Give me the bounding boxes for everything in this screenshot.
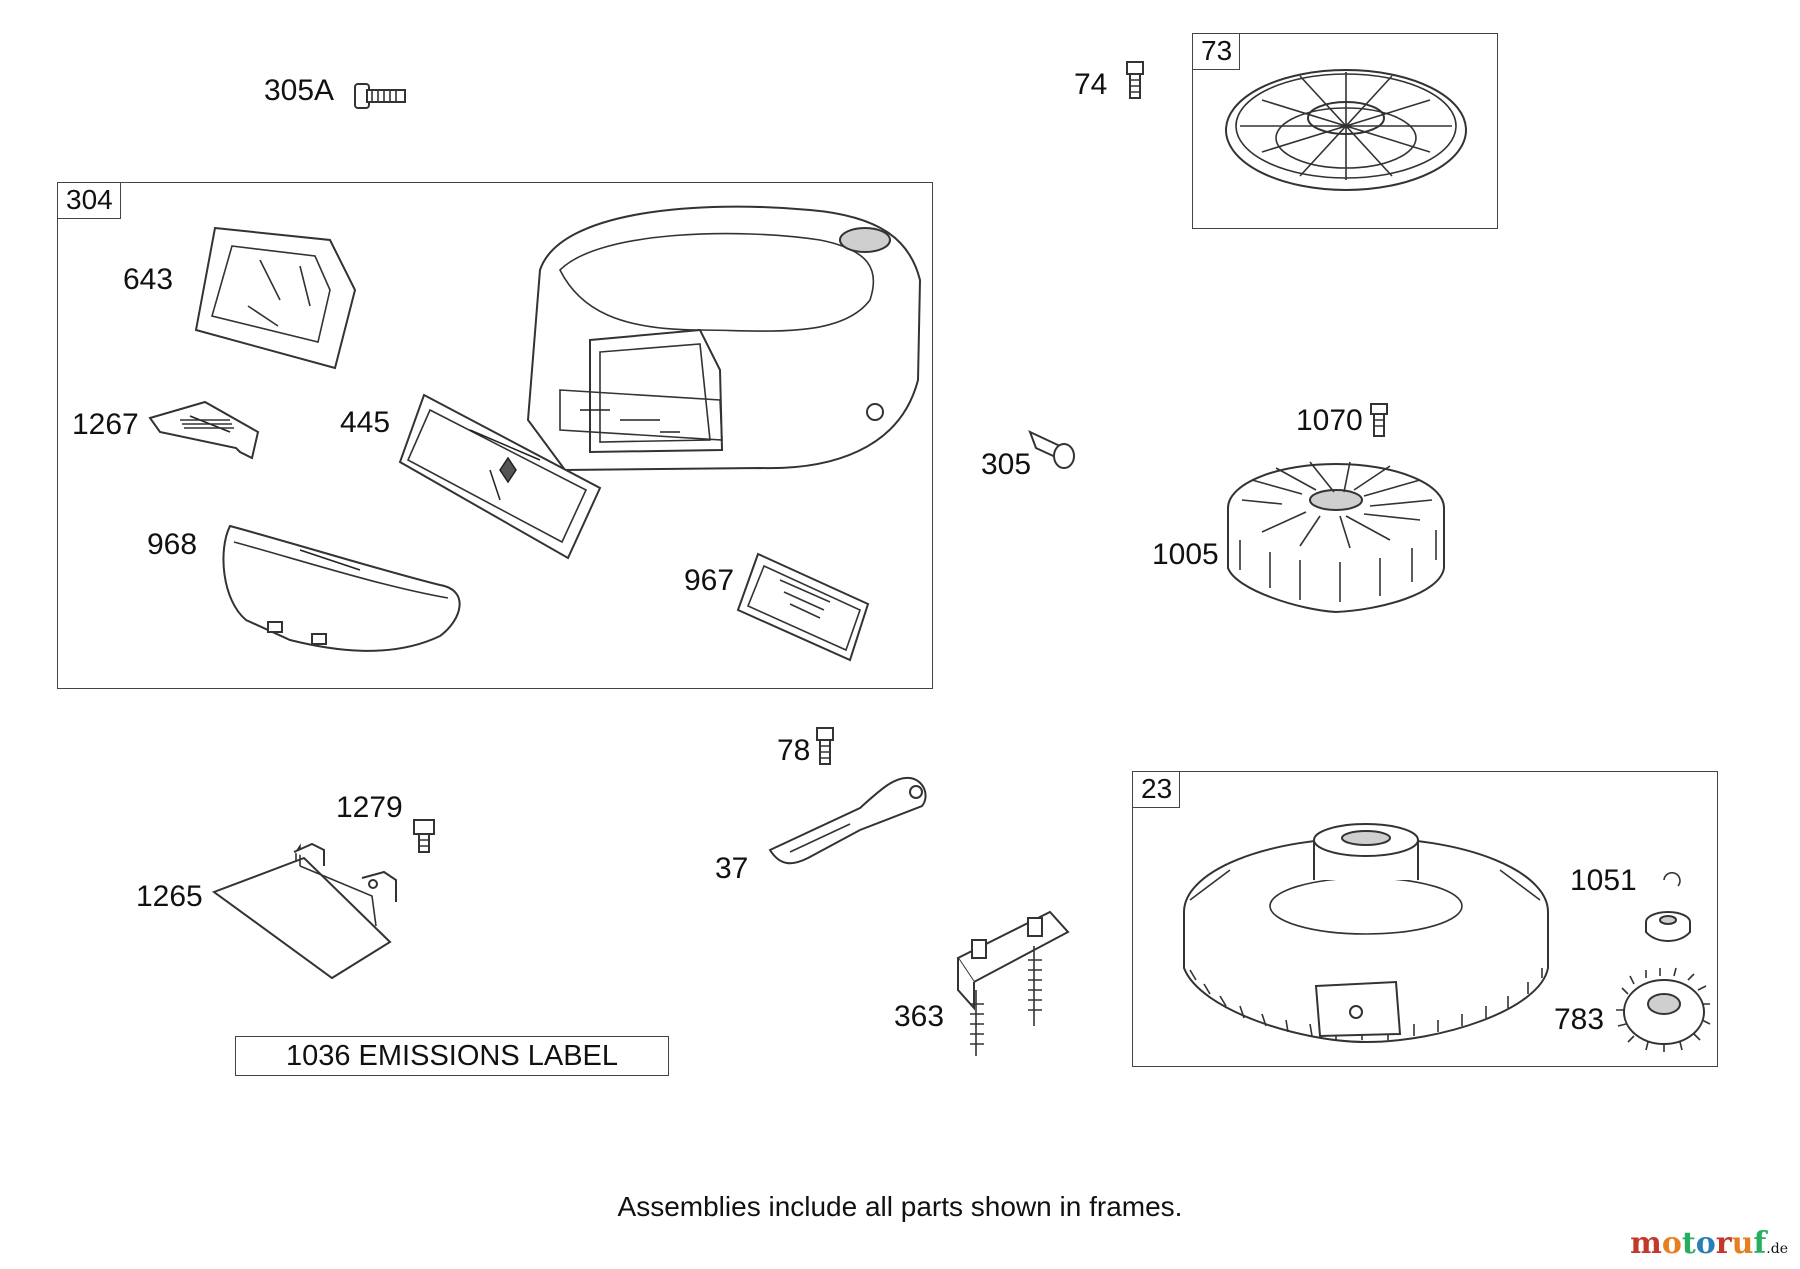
cover-968-icon [222, 524, 461, 652]
screw-305-icon [1028, 430, 1075, 469]
gear-783-icon [1616, 967, 1711, 1052]
callout-78: 78 [777, 734, 811, 767]
rotating-screen-73-icon [1225, 69, 1467, 191]
callout-1279: 1279 [336, 791, 403, 824]
screw-78-icon [816, 727, 834, 765]
callout-783: 783 [1554, 1003, 1605, 1036]
callout-37: 37 [715, 852, 749, 885]
watermark-logo: motoruf.de [1630, 1226, 1788, 1261]
shield-37-icon [768, 776, 927, 865]
washer-1051-icon [1645, 871, 1691, 942]
label-445-icon [398, 393, 602, 560]
frame-tag-73: 73 [1193, 34, 1241, 70]
decal-967-icon [736, 552, 870, 662]
ignition-coil-mount-363-icon [956, 910, 1070, 1056]
callout-1051: 1051 [1570, 864, 1637, 897]
callout-1005: 1005 [1152, 538, 1219, 571]
callout-1070: 1070 [1296, 404, 1363, 437]
assembly-frame-304: 304 [57, 182, 933, 689]
watermark-brand: motoruf [1630, 1226, 1767, 1261]
frame-tag-304: 304 [58, 183, 121, 219]
screw-1070-icon [1370, 403, 1388, 437]
assembly-frame-73: 73 [1192, 33, 1498, 229]
flywheel-23-icon [1183, 823, 1549, 1044]
bracket-1265-icon [211, 842, 397, 980]
fan-1005-icon [1227, 461, 1445, 614]
callout-643: 643 [123, 263, 174, 296]
callout-74: 74 [1074, 68, 1108, 101]
emissions-label-box: 1036 EMISSIONS LABEL [235, 1036, 669, 1076]
watermark-suffix: .de [1766, 1241, 1788, 1257]
callout-1265: 1265 [136, 880, 203, 913]
footnote: Assemblies include all parts shown in fr… [617, 1191, 1183, 1222]
screw-1279-icon [413, 819, 435, 853]
callout-968: 968 [147, 528, 198, 561]
screw-305a-icon [354, 83, 406, 109]
callout-445: 445 [340, 406, 391, 439]
callout-305: 305 [981, 448, 1032, 481]
callout-967: 967 [684, 564, 735, 597]
callout-363: 363 [894, 1000, 945, 1033]
screw-74-icon [1126, 61, 1144, 99]
clip-1267-icon [148, 400, 260, 460]
callout-305a: 305A [264, 74, 335, 107]
assembly-frame-23: 23 [1132, 771, 1718, 1067]
bracket-643-icon [194, 226, 357, 370]
callout-1267: 1267 [72, 408, 139, 441]
frame-tag-23: 23 [1133, 772, 1181, 808]
blower-housing-icon [526, 205, 922, 472]
